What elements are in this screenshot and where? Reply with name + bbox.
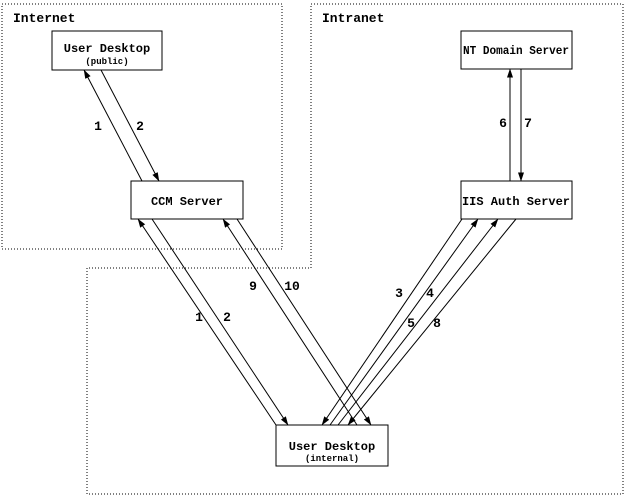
flow-label-5: 5 bbox=[407, 316, 415, 331]
flow-arrow-3-internal-desktop-to-iis bbox=[329, 218, 479, 426]
flow-arrow-9-internal-desktop-to-ccm bbox=[222, 218, 358, 426]
node-user-desktop-public bbox=[51, 30, 163, 71]
internet-zone-border bbox=[1, 3, 283, 250]
flow-label-6: 6 bbox=[499, 116, 507, 131]
flow-arrow-10-ccm-to-internal-desktop bbox=[236, 218, 372, 426]
user-desktop-public-subtitle: (public) bbox=[85, 57, 128, 67]
node-user-desktop-internal bbox=[275, 424, 389, 467]
flow-label-7: 7 bbox=[524, 116, 532, 131]
node-iis-auth-server bbox=[460, 180, 573, 220]
user-desktop-public-title: User Desktop bbox=[64, 42, 150, 56]
internet-zone-label: Internet bbox=[13, 11, 75, 26]
flow-arrow-2-public-desktop-to-ccm bbox=[100, 69, 160, 182]
iis-auth-server-title: IIS Auth Server bbox=[462, 195, 570, 209]
user-desktop-internal-title: User Desktop bbox=[289, 440, 375, 454]
flow-arrow-1-ccm-to-public-desktop bbox=[83, 69, 143, 182]
flow-arrow-4-iis-to-internal-desktop bbox=[321, 218, 463, 426]
user-desktop-internal-subtitle: (internal) bbox=[305, 454, 359, 464]
flow-label-8: 8 bbox=[433, 316, 441, 331]
flow-label-4: 4 bbox=[426, 286, 434, 301]
node-nt-domain-server bbox=[460, 30, 573, 70]
ccm-server-title: CCM Server bbox=[151, 195, 223, 209]
intranet-zone-border bbox=[86, 3, 624, 495]
nt-domain-server-title: NT Domain Server bbox=[463, 44, 569, 58]
flow-label-9: 9 bbox=[249, 279, 257, 294]
flow-arrow-8-iis-to-internal-desktop bbox=[347, 218, 517, 426]
flow-label-1-internal: 1 bbox=[195, 310, 203, 325]
flow-label-3: 3 bbox=[395, 286, 403, 301]
node-ccm-server bbox=[130, 180, 244, 220]
flow-arrow-2-ccm-to-internal-desktop bbox=[151, 218, 289, 426]
intranet-zone-label: Intranet bbox=[322, 11, 384, 26]
flow-label-2-internal: 2 bbox=[223, 310, 231, 325]
flow-label-2-public: 2 bbox=[136, 119, 144, 134]
flow-label-10: 10 bbox=[284, 279, 300, 294]
flow-label-1-public: 1 bbox=[94, 119, 102, 134]
flow-arrow-1-internal-desktop-to-ccm bbox=[137, 218, 277, 426]
flow-arrow-5-internal-desktop-to-iis bbox=[337, 218, 499, 426]
